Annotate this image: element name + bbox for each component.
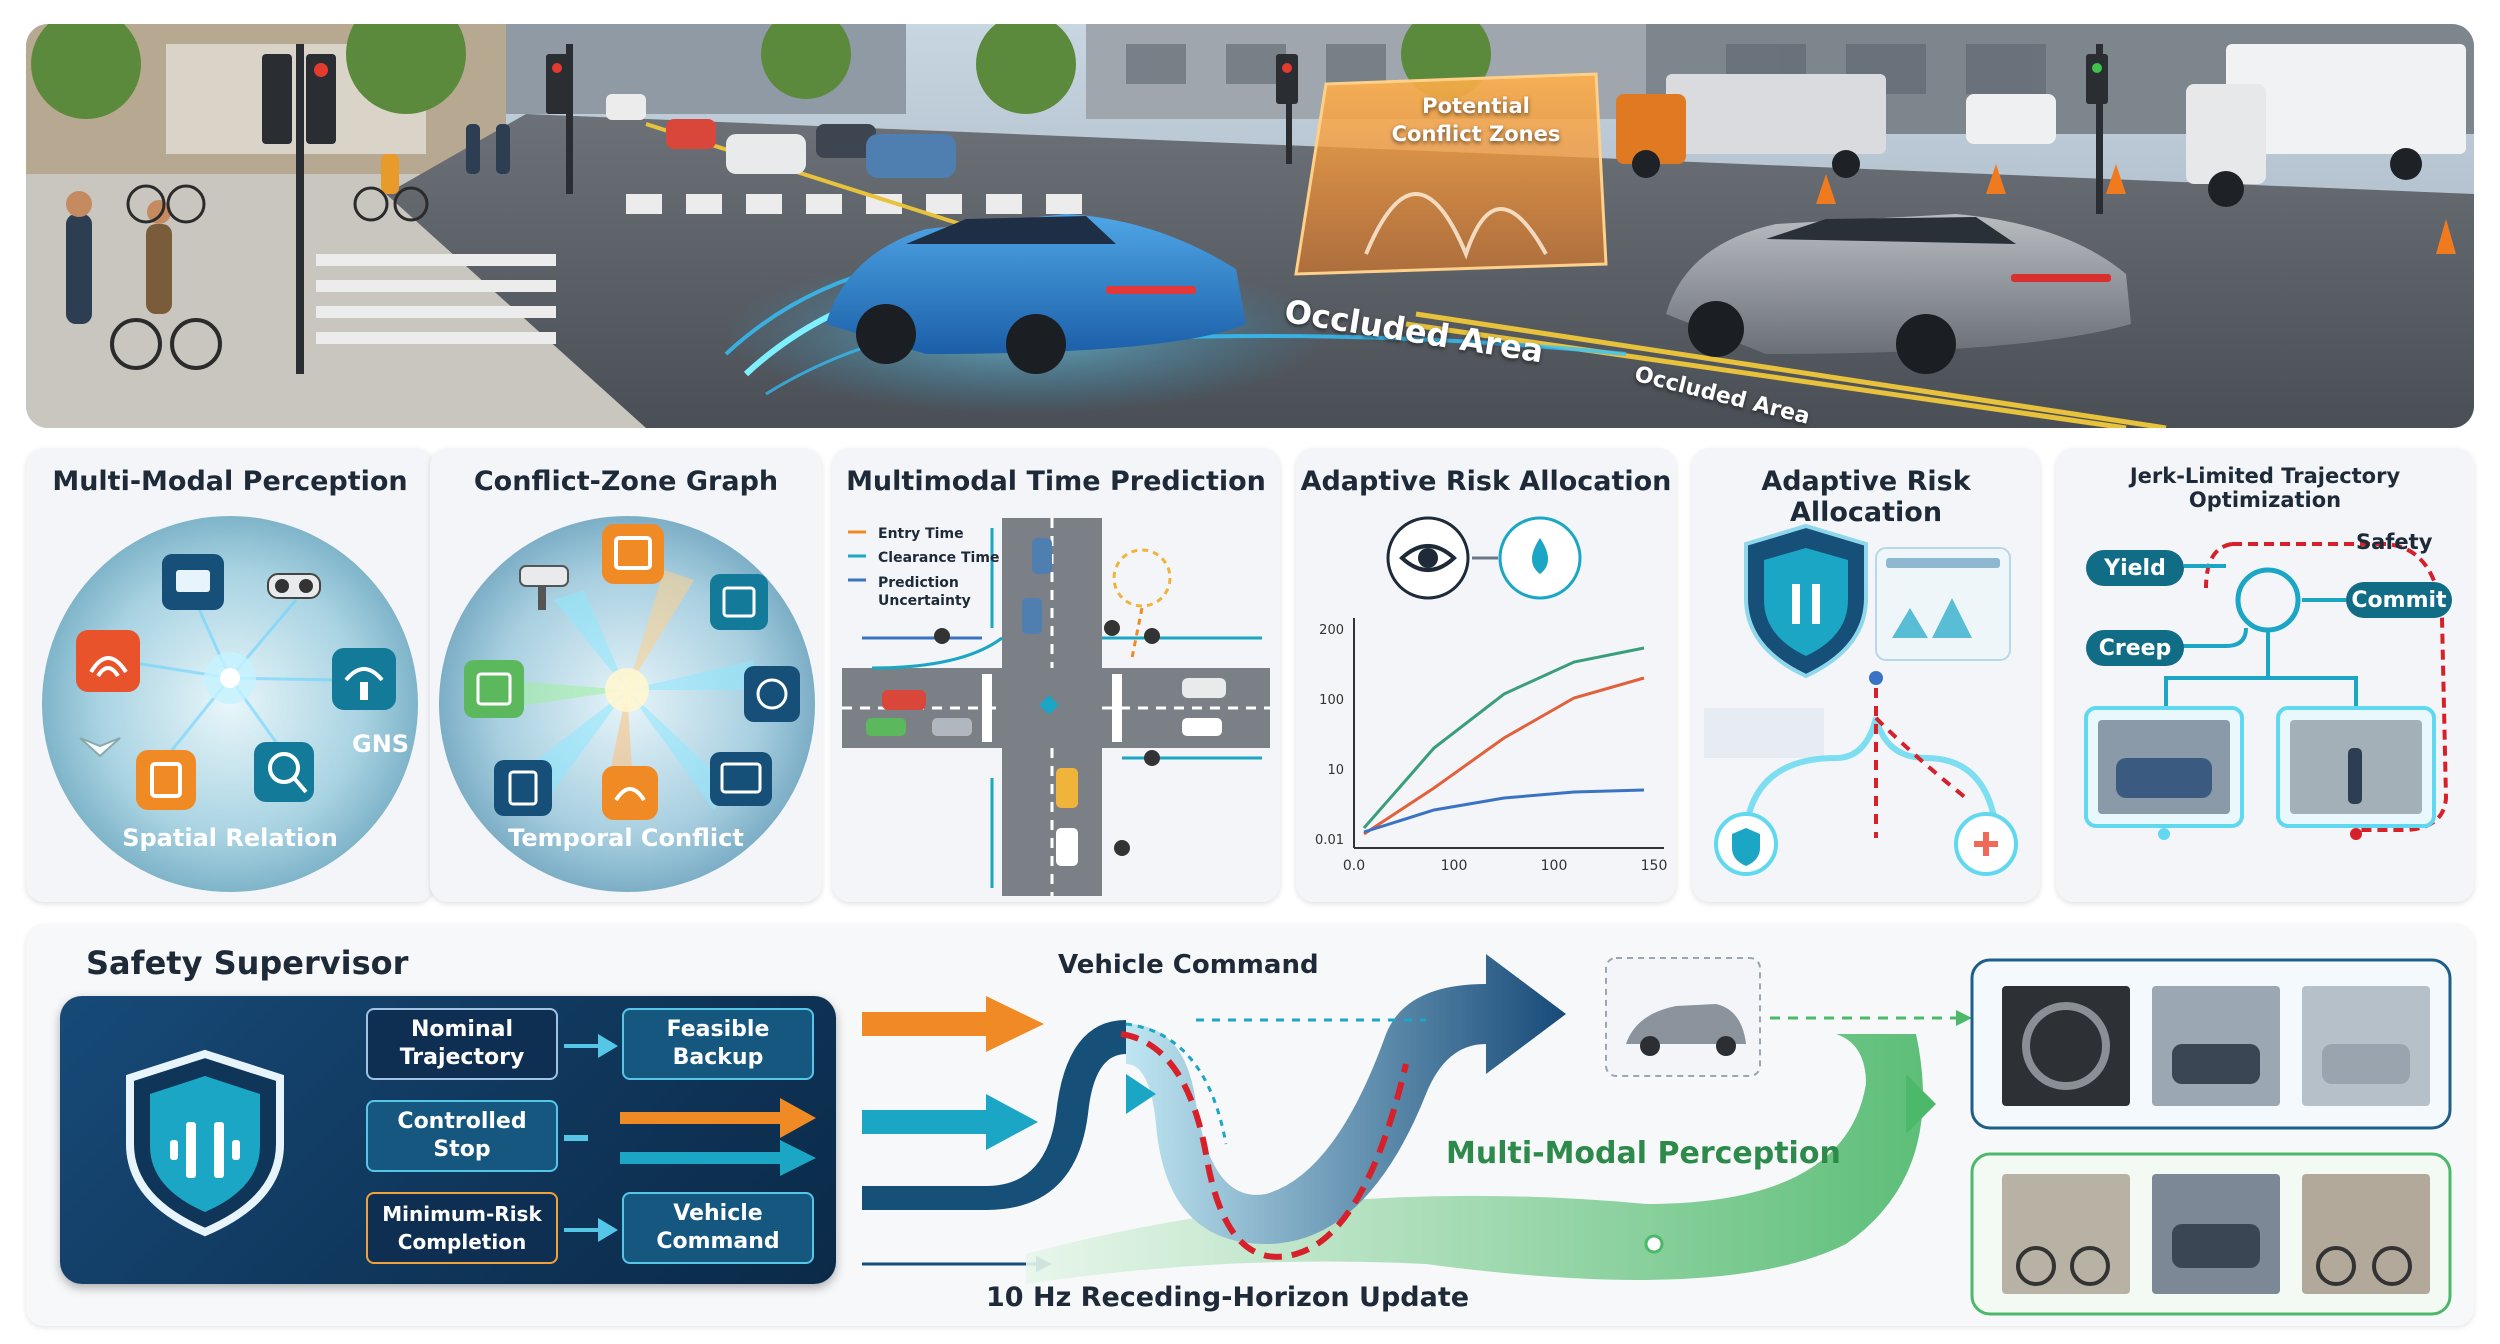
multi-modal-perception-label: Multi-Modal Perception bbox=[1446, 1136, 1841, 1171]
panel-title: Multi-Modal Perception bbox=[52, 466, 408, 497]
legend-entry-time: Entry Time bbox=[878, 526, 964, 542]
panel-multi-modal-perception: Multi-Modal Perception bbox=[26, 448, 434, 902]
screen-icon bbox=[710, 752, 772, 806]
street-scene: Potential Conflict Zones Occluded Area O… bbox=[26, 24, 2474, 428]
panel-adaptive-risk-shield: Adaptive Risk Allocation bbox=[1692, 448, 2040, 902]
signal-icon bbox=[602, 766, 658, 820]
chart-series-line-2 bbox=[1363, 788, 1645, 834]
document-sensor-icon bbox=[136, 750, 196, 810]
panel-title: Jerk-Limited Trajectory Optimization bbox=[2129, 464, 2401, 512]
street-illustration bbox=[26, 24, 2474, 428]
document-icon bbox=[494, 760, 552, 816]
cctv-icon bbox=[519, 565, 569, 610]
bird-icon bbox=[79, 737, 121, 758]
right-alert-node-icon bbox=[1954, 812, 2018, 876]
controlled-stop-button[interactable]: Controlled Stop bbox=[366, 1100, 558, 1172]
chart-series-line-1 bbox=[1363, 676, 1645, 836]
chart-y-tick-label: 0.01 bbox=[1315, 833, 1344, 848]
chart-x-tick-label: 150 bbox=[1641, 858, 1668, 874]
map-icon bbox=[464, 660, 524, 718]
panel-title: Adaptive Risk Allocation bbox=[1300, 466, 1672, 497]
commit-button[interactable]: Commit bbox=[2346, 582, 2452, 618]
blue-image-strip bbox=[1970, 958, 2452, 1130]
shield-icon bbox=[126, 1049, 284, 1237]
nominal-trajectory-button[interactable]: Nominal Trajectory bbox=[366, 1008, 558, 1080]
dashboard-screen-icon bbox=[1875, 547, 2011, 661]
pedestrian-thumbnail bbox=[2276, 706, 2436, 828]
vehicle-command-label: Vehicle Command bbox=[1058, 950, 1319, 980]
navy-flow-arrow bbox=[862, 1020, 1126, 1210]
risk-allocation-diagram bbox=[1704, 523, 2018, 876]
orange-flow-arrow bbox=[862, 996, 1044, 1052]
temporal-conflict-label: Temporal Conflict bbox=[508, 824, 744, 852]
legend-prediction-uncertainty: Prediction Uncertainty bbox=[878, 575, 971, 609]
chart-y-tick-label: 200 bbox=[1319, 623, 1344, 638]
teal-flow-arrow bbox=[862, 1094, 1038, 1150]
shield-icon bbox=[1744, 523, 1868, 679]
stop-arrows bbox=[620, 1098, 816, 1176]
spatial-relation-label: Spatial Relation bbox=[122, 824, 338, 852]
receding-horizon-label: 10 Hz Receding-Horizon Update bbox=[986, 1282, 1470, 1313]
panel-title: Multimodal Time Prediction bbox=[846, 466, 1266, 497]
minimum-risk-button[interactable]: Minimum-Risk Completion bbox=[366, 1192, 558, 1264]
legend-clearance-time: Clearance Time bbox=[878, 550, 1000, 566]
safety-label: Safety bbox=[2356, 530, 2433, 554]
vehicle-command-button[interactable]: Vehicle Command bbox=[622, 1192, 814, 1264]
yield-button[interactable]: Yield bbox=[2086, 550, 2184, 586]
risk-chart: 0.0 100 100 150 200 100 10 0.01 bbox=[1315, 516, 1668, 874]
chart-x-tick-label: 100 bbox=[1441, 858, 1468, 874]
chart-y-tick-label: 10 bbox=[1327, 763, 1344, 778]
eye-icon bbox=[1386, 516, 1470, 600]
panel-trajectory-optimization: Jerk-Limited Trajectory Optimization Saf… bbox=[2056, 448, 2474, 902]
potential-conflict-label: Potential Conflict Zones bbox=[1391, 94, 1561, 146]
chart-icon bbox=[710, 574, 768, 630]
creep-button[interactable]: Creep bbox=[2086, 630, 2184, 666]
chart-x-tick-label: 100 bbox=[1541, 858, 1568, 874]
panel-title: Conflict-Zone Graph bbox=[473, 466, 779, 497]
chart-series-line-0 bbox=[1362, 646, 1645, 829]
perception-diagram bbox=[42, 516, 418, 892]
panel-conflict-zone-graph: Conflict-Zone Graph bbox=[430, 448, 822, 902]
green-image-strip bbox=[1970, 1152, 2452, 1316]
drop-icon bbox=[1498, 516, 1582, 600]
car-thumbnail bbox=[2084, 706, 2244, 828]
intersection-diagram bbox=[842, 518, 1270, 896]
chart-x-tick-label: 0.0 bbox=[1343, 858, 1365, 874]
blue-s-path bbox=[1126, 954, 1566, 1244]
chart-y-tick-label: 100 bbox=[1319, 693, 1344, 708]
wifi-sensor-icon bbox=[332, 648, 396, 710]
gns-label: GNS bbox=[352, 730, 410, 758]
radar-icon bbox=[76, 630, 140, 692]
feasible-backup-button[interactable]: Feasible Backup bbox=[622, 1008, 814, 1080]
flow-diagram bbox=[862, 954, 2452, 1316]
globe-icon bbox=[744, 666, 800, 722]
panel-title: Adaptive Risk Allocation bbox=[1761, 466, 1971, 528]
trajectory-diagram bbox=[2084, 542, 2449, 840]
green-arrow-head bbox=[1906, 1074, 1936, 1134]
panel-adaptive-risk-chart: Adaptive Risk Allocation 0.0 100 100 150 200… bbox=[1296, 448, 1676, 902]
gnss-icon bbox=[254, 742, 314, 802]
panel-time-prediction: Multimodal Time Prediction bbox=[832, 448, 1280, 902]
red-safety-path bbox=[1120, 1031, 1409, 1260]
vehicle-thumbnail bbox=[1605, 957, 1761, 1077]
left-shield-node-icon bbox=[1714, 812, 1778, 876]
calendar-icon bbox=[602, 524, 664, 584]
safety-supervisor-title: Safety Supervisor bbox=[86, 944, 409, 982]
safety-supervisor-box: Nominal Trajectory Feasible Backup Contr… bbox=[60, 996, 836, 1284]
supervisor-arrows bbox=[564, 1034, 618, 1242]
camera-icon bbox=[162, 554, 224, 610]
lidar-icon bbox=[267, 573, 321, 599]
conflict-graph-diagram bbox=[439, 516, 815, 892]
